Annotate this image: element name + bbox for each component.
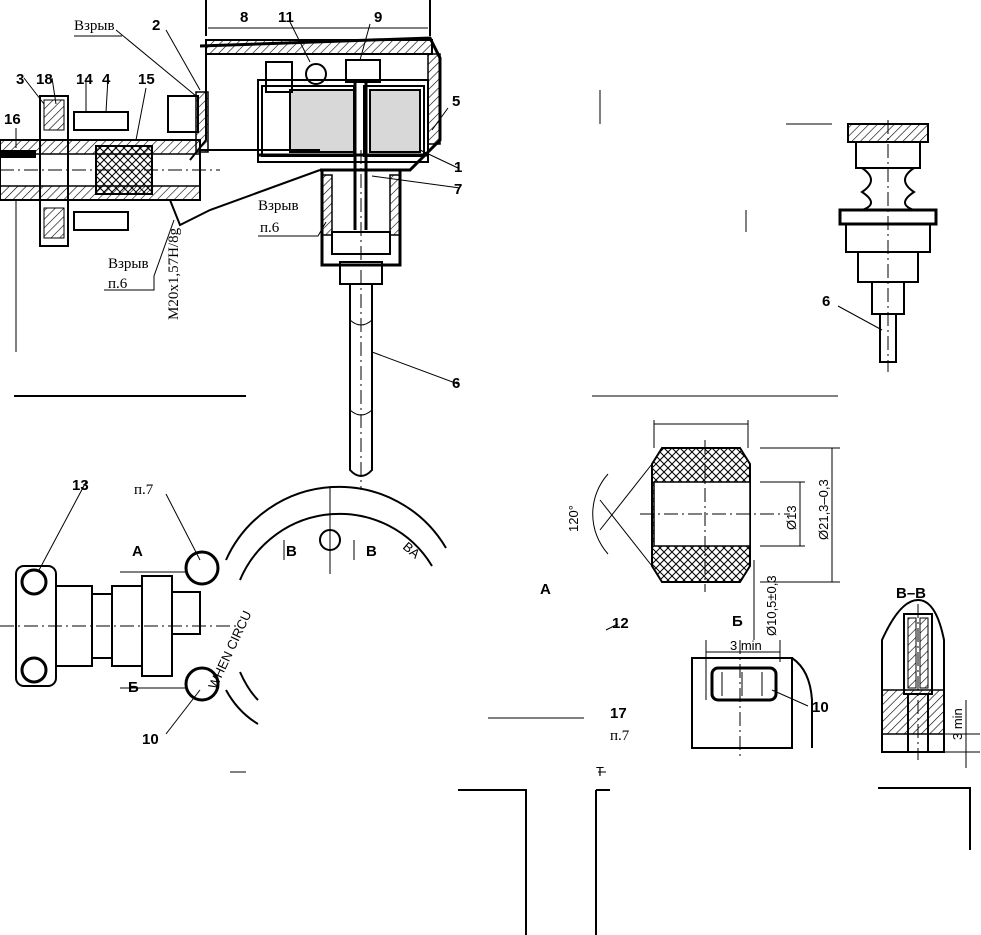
thread-label: M20x1,57H/8g (166, 227, 182, 320)
callout-6-tip: 6 (822, 293, 830, 310)
insert-detail-view (592, 395, 840, 640)
view-b-label: Б (128, 679, 139, 696)
callout-10: 10 (142, 731, 159, 748)
ring-text-2: BA (400, 539, 423, 562)
callout-2: 2 (152, 17, 160, 34)
angle-120-label: 120° (566, 505, 581, 532)
ring-text-3: T (596, 764, 604, 779)
explosion-label-1: Взрыв (74, 18, 115, 34)
section-mark-1: В (286, 543, 297, 560)
callout-9: 9 (374, 9, 382, 26)
dia-10-label: Ø10,5±0,3 (764, 575, 779, 636)
callout-3: 3 (16, 71, 24, 88)
ring-text-1: WHEN CIRCU (205, 608, 254, 691)
section-vv-title: В–В (896, 585, 926, 602)
callout-12: 12 (612, 615, 629, 632)
para-6-label-2: п.6 (108, 276, 128, 292)
detail-b-title: Б (732, 613, 743, 630)
sensor-tip-view (599, 90, 938, 372)
para-6-label-1: п.6 (260, 220, 280, 236)
callout-13: 13 (72, 477, 89, 494)
explosion-label-3: Взрыв (108, 256, 149, 272)
para-7-label-1: п.7 (134, 482, 154, 498)
top-view (0, 485, 584, 773)
callout-11: 11 (278, 9, 294, 26)
table-frames (458, 771, 971, 935)
callout-4: 4 (102, 71, 111, 88)
callout-5: 5 (452, 93, 460, 110)
three-min-vertical: 3 min (950, 708, 965, 740)
leader-lines (15, 21, 883, 735)
callout-15: 15 (138, 71, 155, 88)
callout-16: 16 (4, 111, 21, 128)
callout-8: 8 (240, 9, 248, 26)
view-a-label: А (132, 543, 143, 560)
dia-21-label: Ø21,3–0,3 (816, 479, 831, 540)
main-section-view (0, 0, 442, 490)
detail-b-view (691, 640, 813, 760)
callout-7: 7 (454, 181, 462, 198)
callout-17: 17 (610, 705, 627, 722)
explosion-label-2: Взрыв (258, 198, 299, 214)
callout-1: 1 (454, 159, 462, 176)
callout-labels: 8 11 9 2 5 1 7 6 6 3 18 14 4 15 16 13 10… (4, 9, 830, 748)
callout-14: 14 (76, 71, 93, 88)
three-min-label: 3 min (730, 638, 762, 653)
section-mark-2: В (366, 543, 377, 560)
section-vv-view (881, 598, 980, 768)
callout-10-detail: 10 (812, 699, 829, 716)
view-a-label-2: А (540, 581, 551, 598)
callout-6: 6 (452, 375, 460, 392)
para-7-label-2: п.7 (610, 728, 630, 744)
callout-18: 18 (36, 71, 53, 88)
dia-13-label: Ø13 (784, 505, 799, 530)
